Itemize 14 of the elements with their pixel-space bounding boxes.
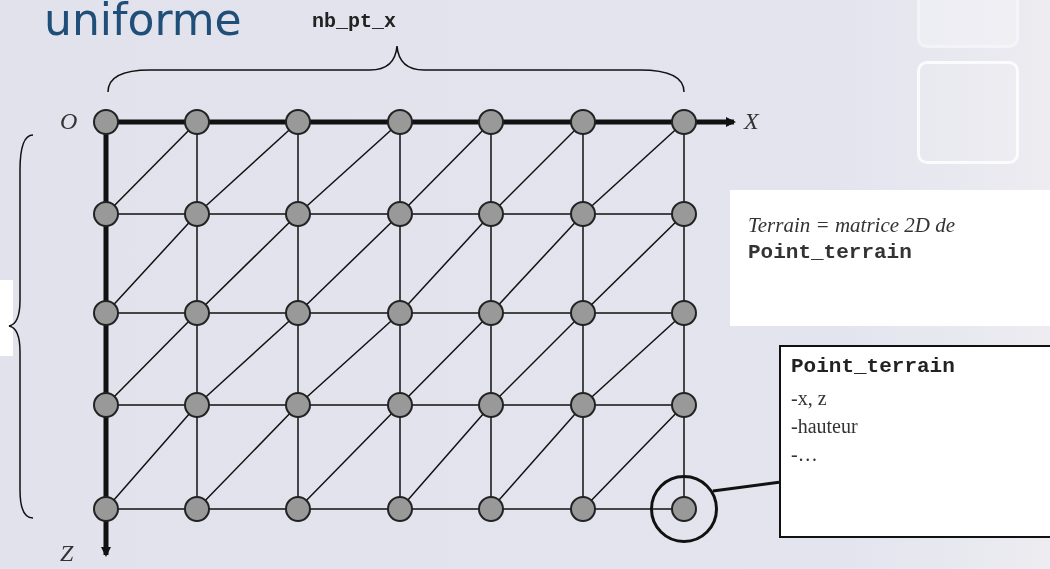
class-box (779, 345, 1050, 538)
axis-label: X (744, 108, 759, 135)
slide-title: uniforme (44, 0, 242, 45)
axis-label: Z (60, 540, 74, 567)
origin-label: O (60, 108, 78, 135)
class-name: Point_terrain (791, 355, 956, 378)
dimension-label: nb_pt_x (312, 10, 396, 33)
attribute-text: -… (791, 442, 819, 467)
note-text: Terrain = matrice 2D de Point_terrain (748, 212, 957, 266)
leader-line (712, 480, 780, 493)
note-box (730, 190, 1050, 326)
attribute-text: -hauteur (791, 414, 859, 439)
attribute-text: -x, z (791, 386, 828, 411)
highlight-circle (650, 475, 718, 543)
